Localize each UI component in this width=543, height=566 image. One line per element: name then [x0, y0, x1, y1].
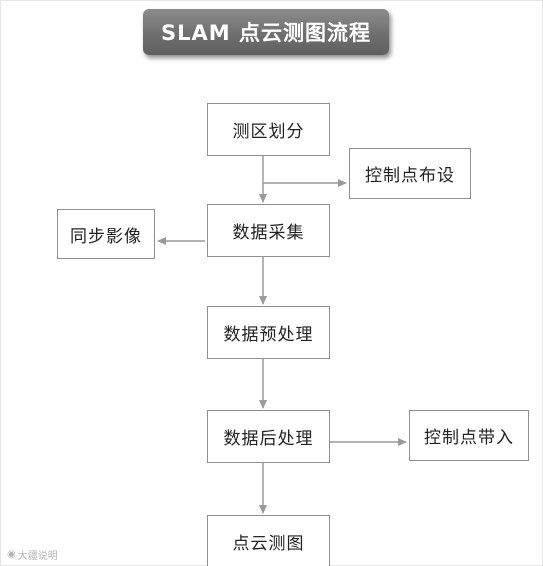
node-label: 同步影像: [70, 226, 142, 247]
node-data-preprocessing: 数据预处理: [207, 306, 330, 359]
watermark: ◉ 大疆说明: [7, 547, 58, 562]
node-data-collection: 数据采集: [207, 204, 330, 257]
node-label: 测区划分: [232, 122, 305, 142]
node-label: 数据后处理: [223, 429, 314, 449]
diagram-title: SLAM 点云测图流程: [161, 21, 371, 45]
node-sync-image: 同步影像: [57, 209, 155, 259]
watermark-text: 大疆说明: [17, 551, 58, 562]
title-banner: SLAM 点云测图流程: [143, 9, 389, 55]
node-data-postprocessing: 数据后处理: [207, 410, 330, 463]
node-pointcloud-mapping: 点云测图: [207, 515, 330, 566]
node-label: 数据采集: [232, 223, 305, 243]
node-zone-division: 测区划分: [207, 103, 330, 156]
node-label: 数据预处理: [223, 325, 314, 345]
node-control-point-import: 控制点带入: [409, 410, 529, 461]
camera-icon: ◉: [7, 549, 16, 560]
node-label: 控制点带入: [424, 428, 514, 448]
node-label: 点云测图: [232, 533, 305, 554]
node-control-point-setup: 控制点布设: [349, 148, 471, 199]
node-label: 控制点布设: [365, 166, 455, 186]
